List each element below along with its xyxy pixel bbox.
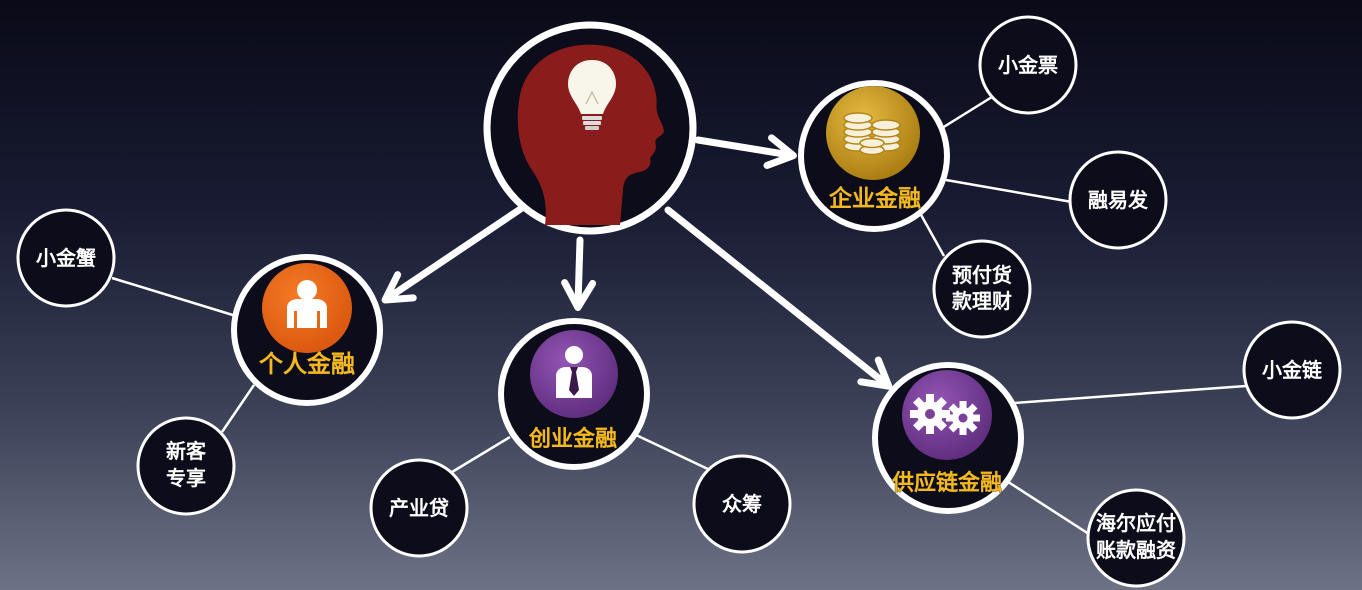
connector-yufuhuo (918, 212, 946, 257)
leaf-yufuhuo: 预付货 款理财 (932, 239, 1032, 339)
leaf-label-xinke-line2: 专享 (166, 466, 206, 490)
hub-label-startup: 创业金融 (528, 426, 617, 452)
arrow-to-startup (561, 236, 597, 311)
gears-icon (910, 394, 980, 435)
center-node (483, 21, 697, 235)
hub-label-supply-chain: 供应链金融 (891, 470, 1002, 496)
arrow-to-enterprise (694, 134, 797, 169)
connector-haier (1001, 476, 1093, 538)
connector-rongyifa (945, 178, 1073, 204)
businessman-icon (556, 346, 592, 398)
leaf-label-yufuhuo-line1: 预付货 (952, 263, 1012, 287)
connector-xiaojinxie (111, 276, 237, 318)
leaf-label-xiaojinpiao: 小金票 (998, 53, 1058, 77)
leaf-zhongchou: 众筹 (692, 454, 792, 554)
head-with-lightbulb-icon (517, 44, 664, 226)
hub-enterprise: 企业金融 (798, 80, 950, 232)
leaf-xiaojinpiao: 小金票 (978, 15, 1078, 115)
person-icon (287, 280, 327, 328)
hub-arrows (381, 134, 893, 390)
hub-supply-chain: 供应链金融 (872, 362, 1024, 514)
leaf-label-chanyedai: 产业贷 (389, 496, 449, 520)
connector-zhongchou (635, 433, 711, 472)
arrow-to-supply-chain (664, 206, 893, 390)
leaf-xiaojinlian: 小金链 (1242, 320, 1342, 420)
hub-label-personal: 个人金融 (259, 350, 355, 378)
leaf-label-haier-line2: 账款融资 (1096, 538, 1176, 562)
leaf-connectors (111, 90, 1247, 538)
leaf-haier: 海尔应付 账款融资 (1086, 488, 1186, 588)
leaf-label-xinke-line1: 新客 (166, 439, 207, 463)
connector-xiaojinlian (1013, 384, 1247, 405)
connector-xiaojinpiao (941, 90, 1001, 130)
hub-label-enterprise: 企业金融 (828, 185, 921, 212)
leaf-label-xiaojinxie: 小金蟹 (36, 246, 96, 270)
connector-xinke (220, 384, 256, 433)
leaf-xinke: 新客 专享 (136, 416, 236, 516)
leaf-label-xiaojinlian: 小金链 (1262, 358, 1323, 382)
leaf-chanyedai: 产业贷 (369, 458, 469, 558)
hub-personal: 个人金融 (231, 254, 383, 406)
leaf-label-haier-line1: 海尔应付 (1096, 511, 1176, 535)
connector-chanyedai (451, 435, 511, 474)
leaf-label-zhongchou: 众筹 (722, 492, 762, 516)
leaf-xiaojinxie: 小金蟹 (16, 208, 116, 308)
leaf-label-yufuhuo-line2: 款理财 (952, 289, 1012, 313)
arrow-to-personal (381, 204, 526, 304)
coin-stack-icon (843, 112, 901, 156)
hub-startup: 创业金融 (498, 318, 650, 470)
leaf-rongyifa: 融易发 (1068, 150, 1168, 250)
leaf-label-rongyifa: 融易发 (1088, 188, 1149, 212)
